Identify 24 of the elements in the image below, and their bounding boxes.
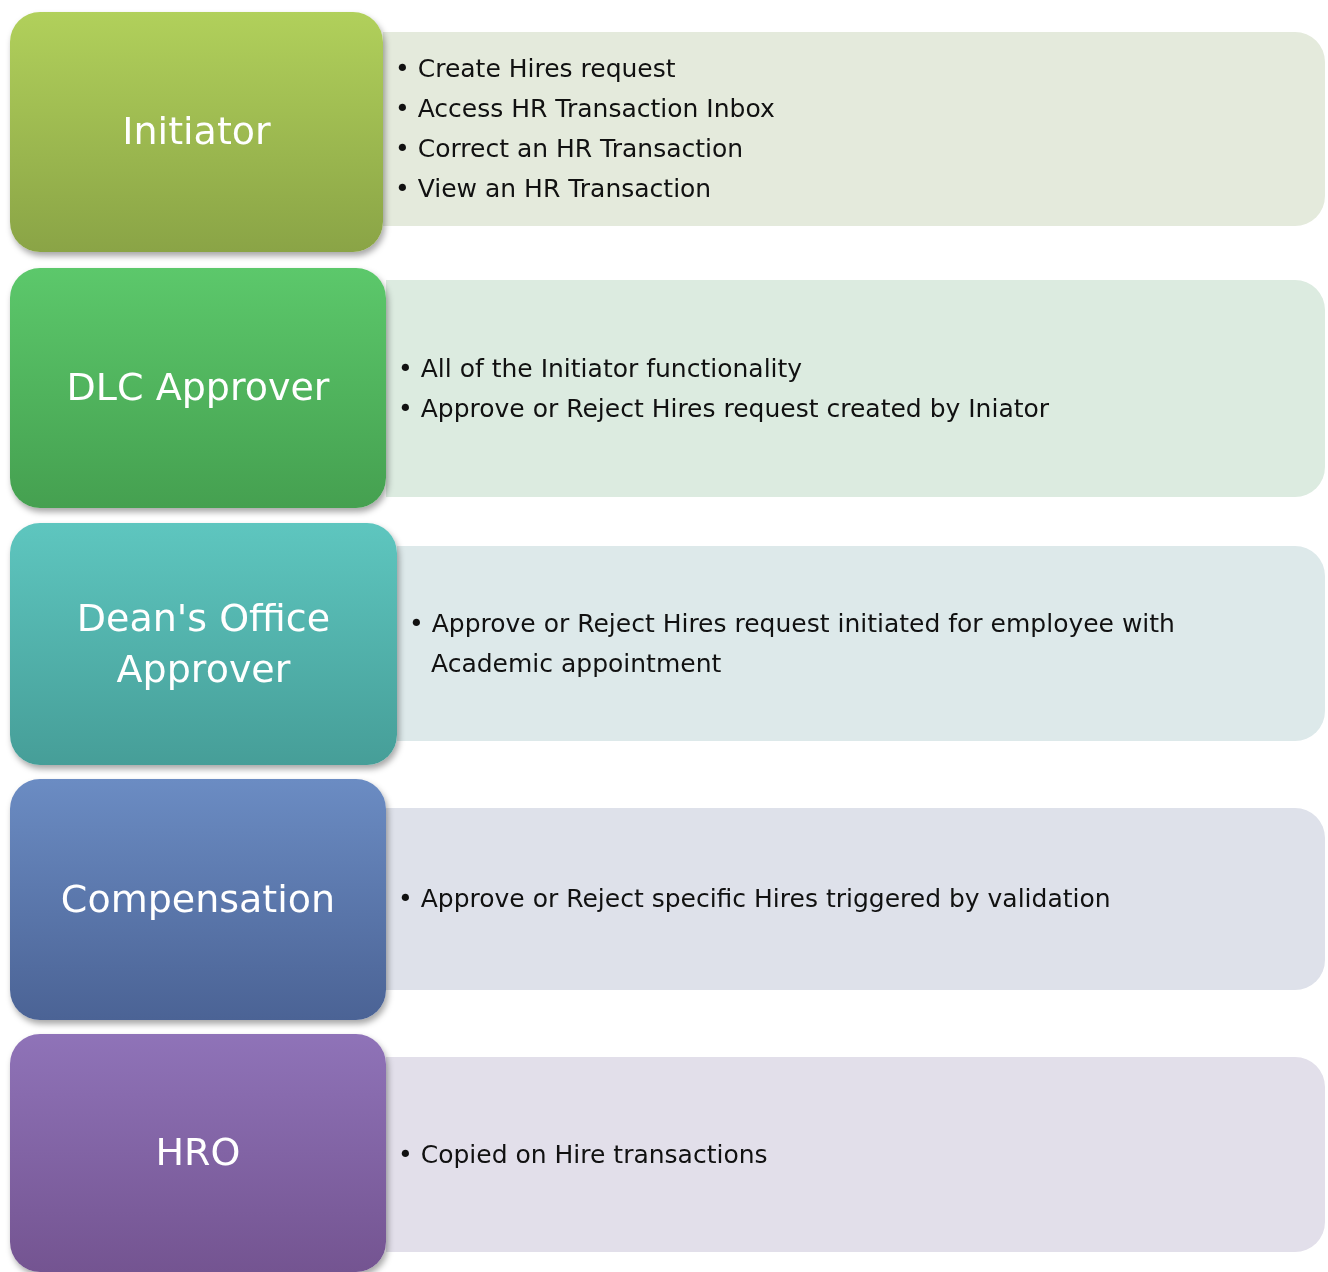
description-panel bbox=[386, 808, 1325, 990]
bullet-item: • Copied on Hire transactions bbox=[398, 1138, 768, 1171]
bullet-item: • Approve or Reject specific Hires triggered by validation bbox=[398, 883, 1111, 915]
bullet-item: • Correct an HR Transaction bbox=[395, 133, 745, 165]
description-panel bbox=[383, 32, 1325, 226]
role-box bbox=[10, 1034, 386, 1272]
bullet-item: • Approve or Reject Hires request initiated for employee with Academic appointment bbox=[409, 607, 1176, 680]
role-title: Dean's Office Approver bbox=[75, 594, 332, 693]
description-panel bbox=[386, 1057, 1325, 1252]
role-box bbox=[10, 268, 386, 508]
description-panel bbox=[397, 546, 1325, 741]
role-box bbox=[10, 523, 397, 765]
bullet-item: • Access HR Transaction Inbox bbox=[395, 93, 775, 125]
bullet-item: • View an HR Transaction bbox=[395, 173, 713, 205]
bullet-item: • Approve or Reject Hires request created by Iniator bbox=[398, 392, 1050, 425]
role-box bbox=[10, 12, 383, 252]
role-title: DLC Approver bbox=[66, 364, 330, 412]
role-title: HRO bbox=[155, 1129, 241, 1177]
role-title: Compensation bbox=[60, 875, 336, 923]
role-box bbox=[10, 779, 386, 1020]
role-title: Initiator bbox=[122, 108, 271, 156]
bullet-item: • Create Hires request bbox=[395, 53, 677, 85]
bullet-item: • All of the Initiator functionality bbox=[398, 352, 804, 385]
description-panel bbox=[386, 280, 1325, 497]
